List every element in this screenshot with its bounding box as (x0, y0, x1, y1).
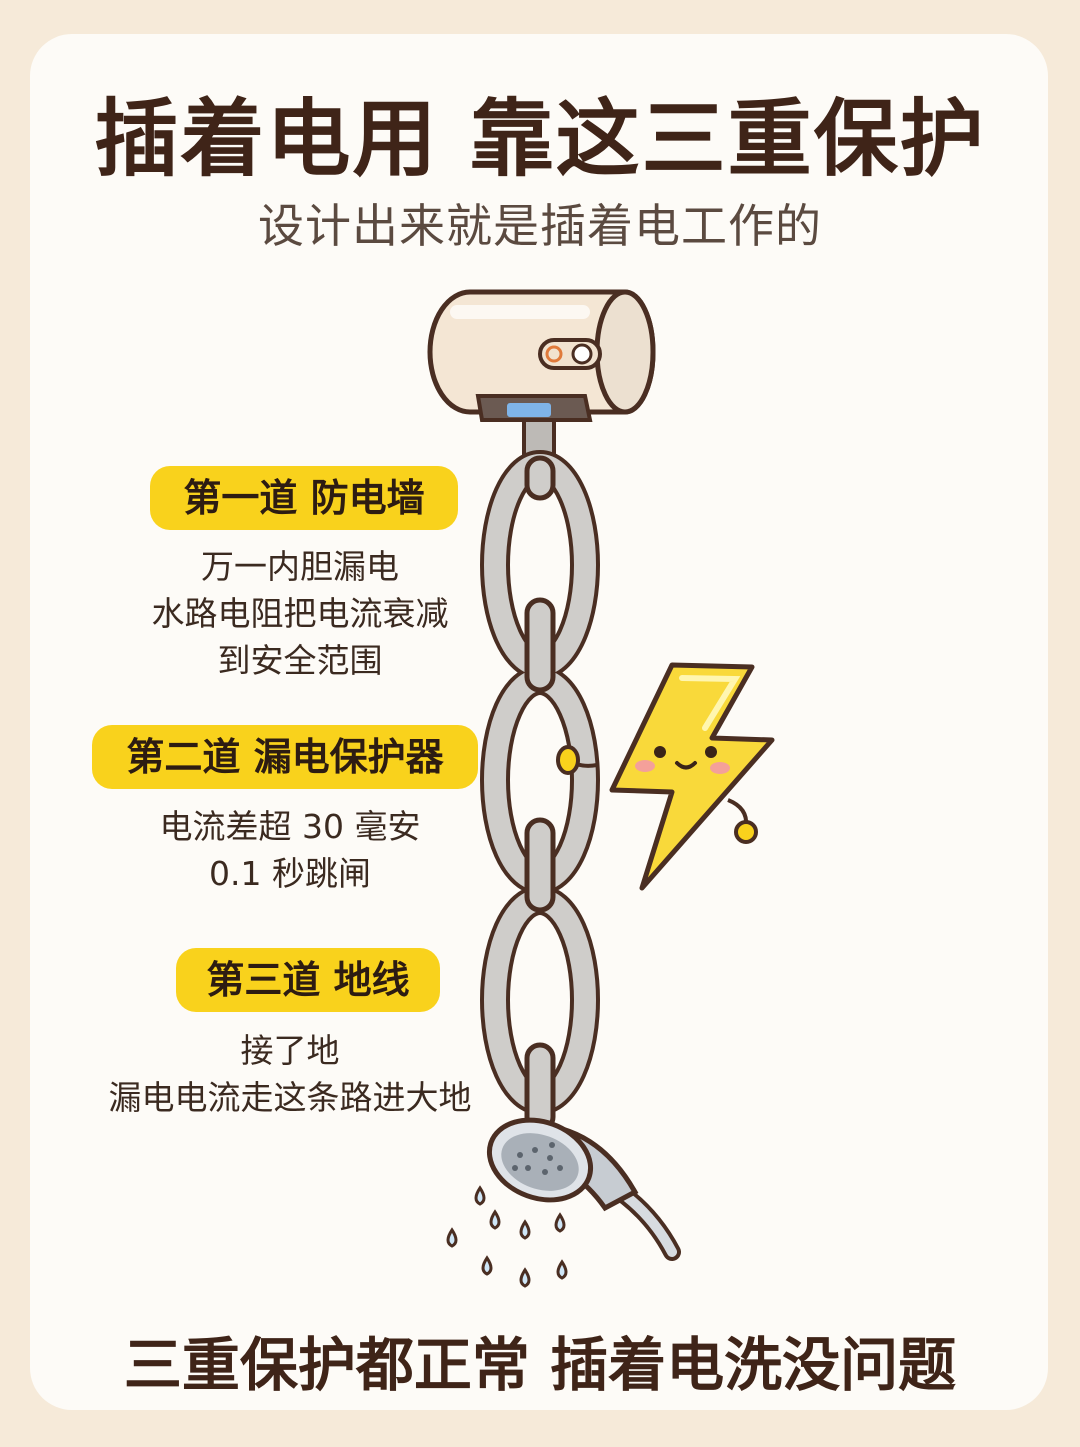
layer-tag-1: 第一道 防电墙 (150, 466, 458, 530)
desc-line: 水路电阻把电流衰减 (151, 594, 449, 633)
footer-slogan: 三重保护都正常 插着电洗没问题 (123, 1331, 957, 1399)
desc-line: 万一内胆漏电 (201, 547, 399, 586)
desc-line: 到安全范围 (217, 641, 383, 680)
lightning-mascot-icon (556, 662, 775, 891)
page-subtitle: 设计出来就是插着电工作的 (258, 199, 822, 253)
desc-line: 漏电电流走这条路进大地 (108, 1078, 472, 1117)
layer-desc-1: 万一内胆漏电 水路电阻把电流衰减 到安全范围 (110, 543, 490, 684)
desc-line: 电流差超 30 毫安 (159, 807, 421, 846)
layer-tag-2: 第二道 漏电保护器 (92, 725, 478, 789)
chain-icon (480, 450, 600, 1133)
shower-head-icon (446, 1117, 681, 1288)
water-heater-icon (427, 289, 656, 462)
page-title: 插着电用 靠这三重保护 (94, 90, 986, 188)
desc-line: 接了地 (240, 1031, 340, 1070)
layer-desc-2: 电流差超 30 毫安 0.1 秒跳闸 (100, 803, 480, 897)
layer-tag-3: 第三道 地线 (176, 948, 440, 1012)
desc-line: 0.1 秒跳闸 (209, 854, 371, 893)
layer-desc-3: 接了地 漏电电流走这条路进大地 (80, 1027, 500, 1121)
